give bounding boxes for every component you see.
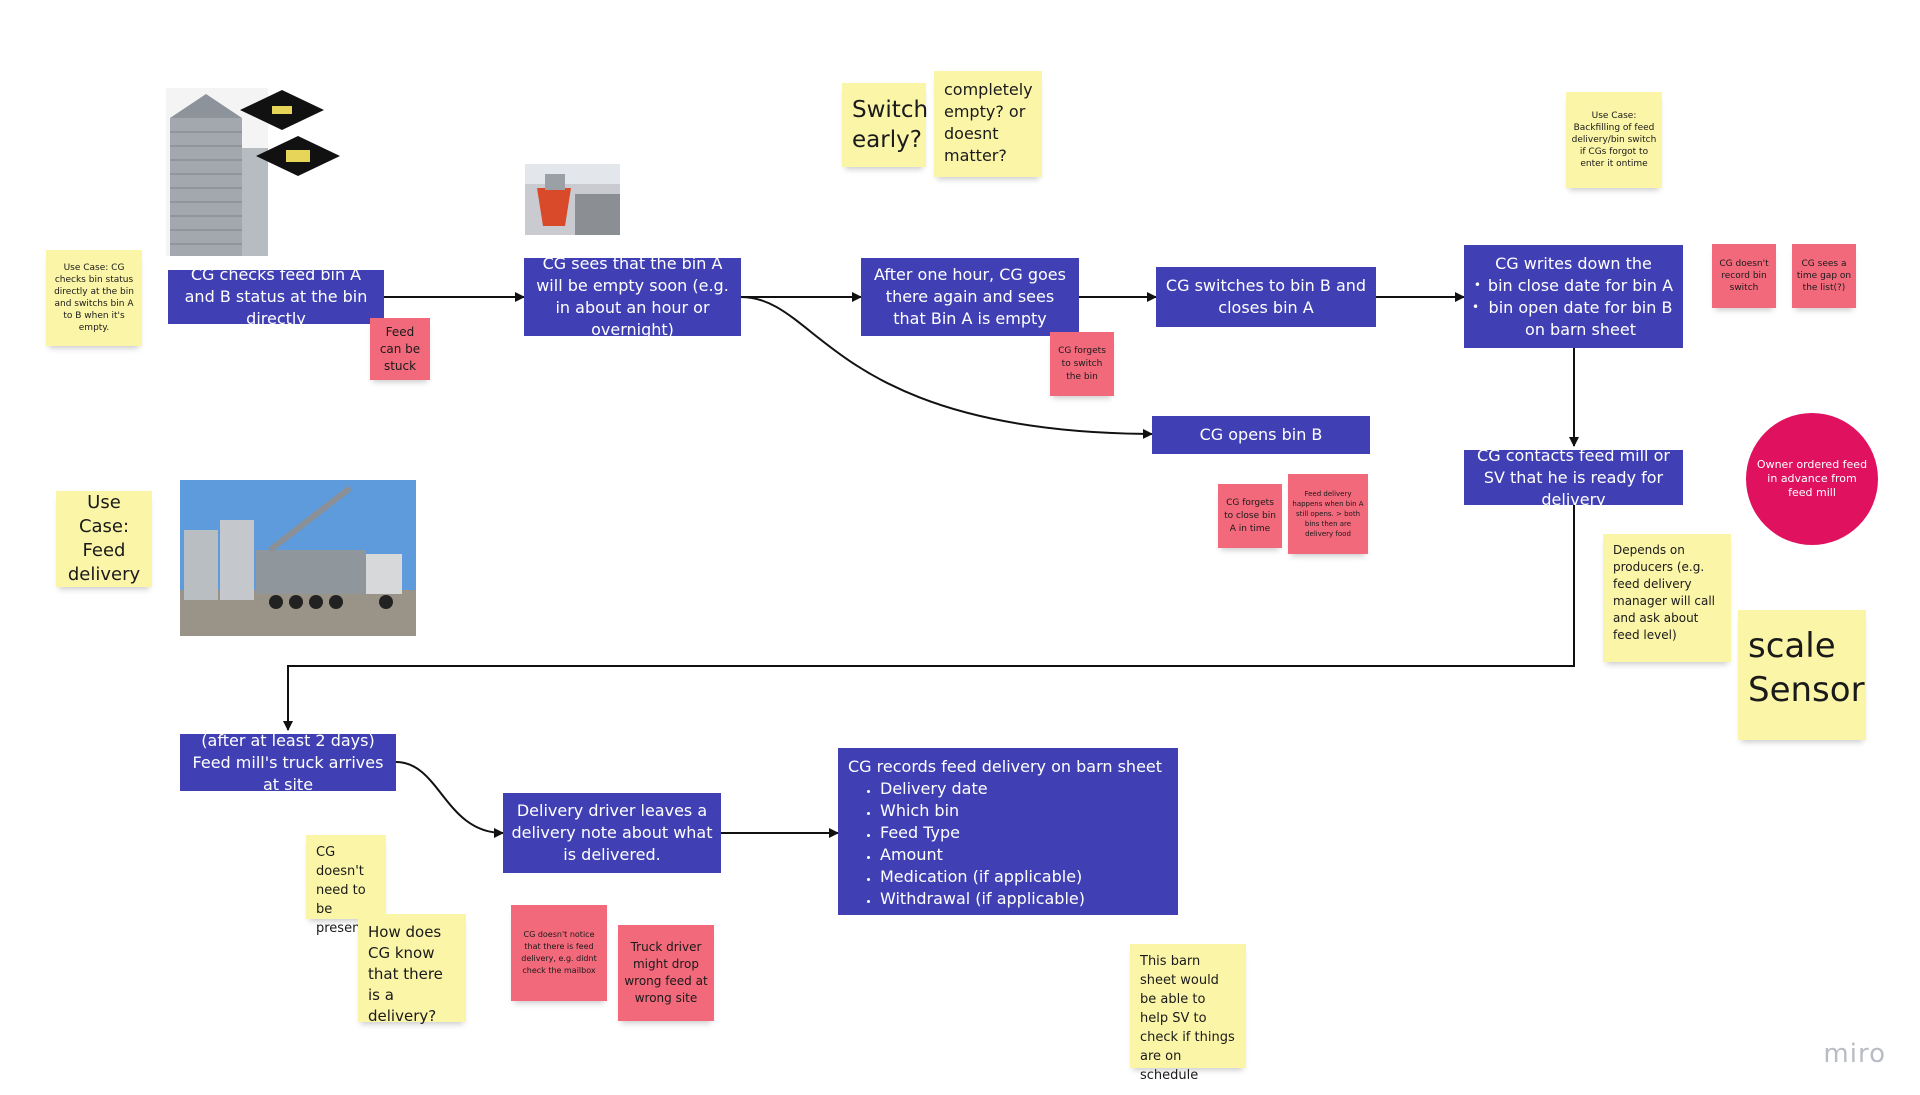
sticky-no-record-switch[interactable]: CG doesn't record bin switch — [1712, 244, 1776, 308]
process-bin-a-empty-soon[interactable]: CG sees that the bin A will be empty soo… — [524, 254, 741, 339]
sticky-completely-empty[interactable]: completely empty? or doesnt matter? — [934, 71, 1042, 177]
grain-bin-photo — [166, 88, 268, 256]
sticky-switch-early[interactable]: Switch early? — [842, 83, 928, 167]
sticky-forgets-close[interactable]: CG forgets to close bin A in time — [1218, 484, 1282, 548]
records-delivery-item: Amount — [880, 844, 1085, 866]
sticky-barn-sheet-sv[interactable]: This barn sheet would be able to help SV… — [1130, 944, 1246, 1083]
process-records-delivery[interactable]: CG records feed delivery on barn sheet D… — [838, 748, 1178, 915]
sticky-not-present[interactable]: CG doesn't need to be present — [306, 835, 386, 936]
records-delivery-list: Delivery date Which bin Feed Type Amount… — [848, 778, 1085, 910]
records-delivery-item: Withdrawal (if applicable) — [880, 888, 1085, 910]
process-contacts-mill[interactable]: CG contacts feed mill or SV that he is r… — [1464, 446, 1683, 509]
process-switch-to-b[interactable]: CG switches to bin B and closes bin A — [1156, 267, 1376, 327]
arrow-contact-to-truck — [283, 505, 1575, 731]
sticky-wrong-feed[interactable]: Truck driver might drop wrong feed at wr… — [618, 925, 714, 1021]
bin-sensor-icon-bottom — [256, 136, 340, 176]
arrow-truck-to-driver — [395, 761, 504, 838]
process-truck-arrives[interactable]: (after at least 2 days) Feed mill's truc… — [180, 731, 396, 794]
records-delivery-item: Delivery date — [880, 778, 1085, 800]
sticky-delivery-both-open[interactable]: Feed delivery happens when bin A still o… — [1288, 474, 1368, 554]
circle-owner-ordered[interactable]: Owner ordered feed in advance from feed … — [1746, 413, 1878, 545]
writes-down-item: •bin open date for bin B on barn sheet — [1472, 297, 1673, 339]
sticky-depends-on-producers[interactable]: Depends on producers (e.g. feed delivery… — [1603, 534, 1731, 662]
writes-down-title: CG writes down the — [1495, 253, 1652, 273]
writes-down-item: •bin close date for bin A — [1473, 275, 1674, 295]
bin-sensor-icon-top — [240, 90, 324, 130]
records-delivery-item: Medication (if applicable) — [880, 866, 1085, 888]
feed-hopper-photo — [525, 164, 620, 235]
sticky-scale-sensor[interactable]: scale Sensor — [1738, 610, 1866, 740]
process-driver-note[interactable]: Delivery driver leaves a delivery note a… — [503, 793, 721, 873]
sticky-time-gap[interactable]: CG sees a time gap on the list(?) — [1792, 244, 1856, 308]
miro-watermark: miro — [1823, 1039, 1886, 1069]
sticky-feed-stuck[interactable]: Feed can be stuck — [370, 318, 430, 380]
records-delivery-title: CG records feed delivery on barn sheet — [848, 757, 1163, 776]
sticky-use-case-backfill[interactable]: Use Case: Backfilling of feed delivery/b… — [1566, 92, 1662, 188]
process-writes-down[interactable]: CG writes down the •bin close date for b… — [1464, 245, 1683, 348]
records-delivery-item: Feed Type — [880, 822, 1085, 844]
sticky-forgets-switch[interactable]: CG forgets to switch the bin — [1050, 332, 1114, 396]
sticky-use-case-checks[interactable]: Use Case: CG checks bin status directly … — [46, 250, 142, 346]
sticky-how-know[interactable]: How does CG know that there is a deliver… — [358, 914, 466, 1025]
process-after-one-hour[interactable]: After one hour, CG goes there again and … — [861, 258, 1079, 336]
sticky-not-notice[interactable]: CG doesn't notice that there is feed del… — [511, 905, 607, 1001]
feed-truck-photo — [180, 480, 416, 636]
process-opens-bin-b[interactable]: CG opens bin B — [1152, 416, 1370, 454]
records-delivery-item: Which bin — [880, 800, 1085, 822]
process-check-bins[interactable]: CG checks feed bin A and B status at the… — [168, 265, 384, 328]
sticky-use-case-feed-delivery[interactable]: Use Case: Feed delivery — [56, 491, 152, 587]
